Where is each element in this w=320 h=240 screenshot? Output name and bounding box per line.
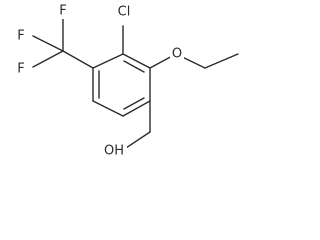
hydroxyl-label: OH <box>104 144 124 159</box>
ring-double-bond-c3-c4 <box>123 97 145 110</box>
ether-oxygen-label: O <box>172 47 182 62</box>
bond-ethyl-ch2-ch3 <box>204 53 239 69</box>
bond-ch2-hydroxyl <box>125 131 151 149</box>
ring-bond-c3-c4 <box>122 100 151 117</box>
chemical-structure-diagram: Cl F F F O OH <box>14 3 239 159</box>
atom-label-ether-oxygen: O <box>170 46 184 62</box>
bond-cf3-fluorine-1 <box>32 35 64 52</box>
ring-bond-c6-c1 <box>92 53 124 69</box>
bond-cf3-fluorine-3 <box>32 50 64 68</box>
chlorine-label: Cl <box>118 5 131 20</box>
atom-label-fluorine-3: F <box>14 61 28 77</box>
atom-label-chlorine: Cl <box>114 3 134 21</box>
atom-label-fluorine-1: F <box>14 28 28 44</box>
ring-bond-c4-c5 <box>92 100 124 117</box>
atom-label-fluorine-2: F <box>56 3 70 19</box>
ring-double-bond-c1-c2 <box>123 60 145 73</box>
fluorine-label-3: F <box>17 62 24 77</box>
fluorine-label-2: F <box>59 4 66 19</box>
bond-ring-cf3-carbon <box>62 50 94 69</box>
ring-bond-c1-c2 <box>122 53 151 69</box>
atom-label-hydroxyl: OH <box>101 142 127 159</box>
benzene-ring <box>92 53 151 117</box>
fluorine-label-1: F <box>17 29 24 44</box>
